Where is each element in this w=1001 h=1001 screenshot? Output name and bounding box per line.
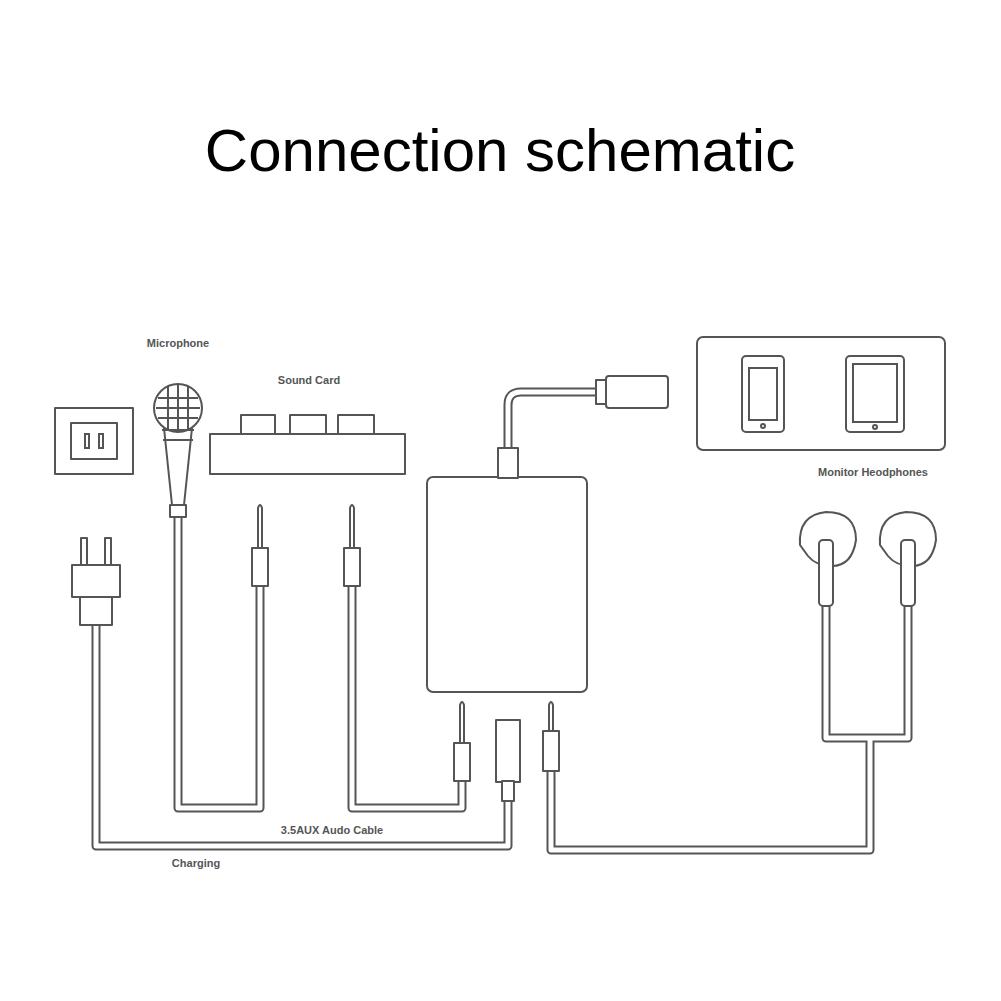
wall-outlet (55, 408, 133, 474)
part-label: Monitor Heodphones (816, 466, 930, 478)
microphone (154, 384, 202, 517)
cable-label: Charging (170, 857, 222, 869)
monitor-headphones (800, 512, 936, 606)
charger-plug (72, 538, 120, 625)
title: Connection schematic (205, 116, 795, 185)
sound-card (210, 415, 405, 474)
part-label: Microphone (145, 337, 211, 349)
part-label: Sound Card (276, 374, 342, 386)
adapter-box (427, 376, 668, 692)
devices-panel (697, 337, 945, 450)
cable-label: 3.5AUX Audo Cable (279, 824, 385, 836)
cables (96, 392, 908, 850)
